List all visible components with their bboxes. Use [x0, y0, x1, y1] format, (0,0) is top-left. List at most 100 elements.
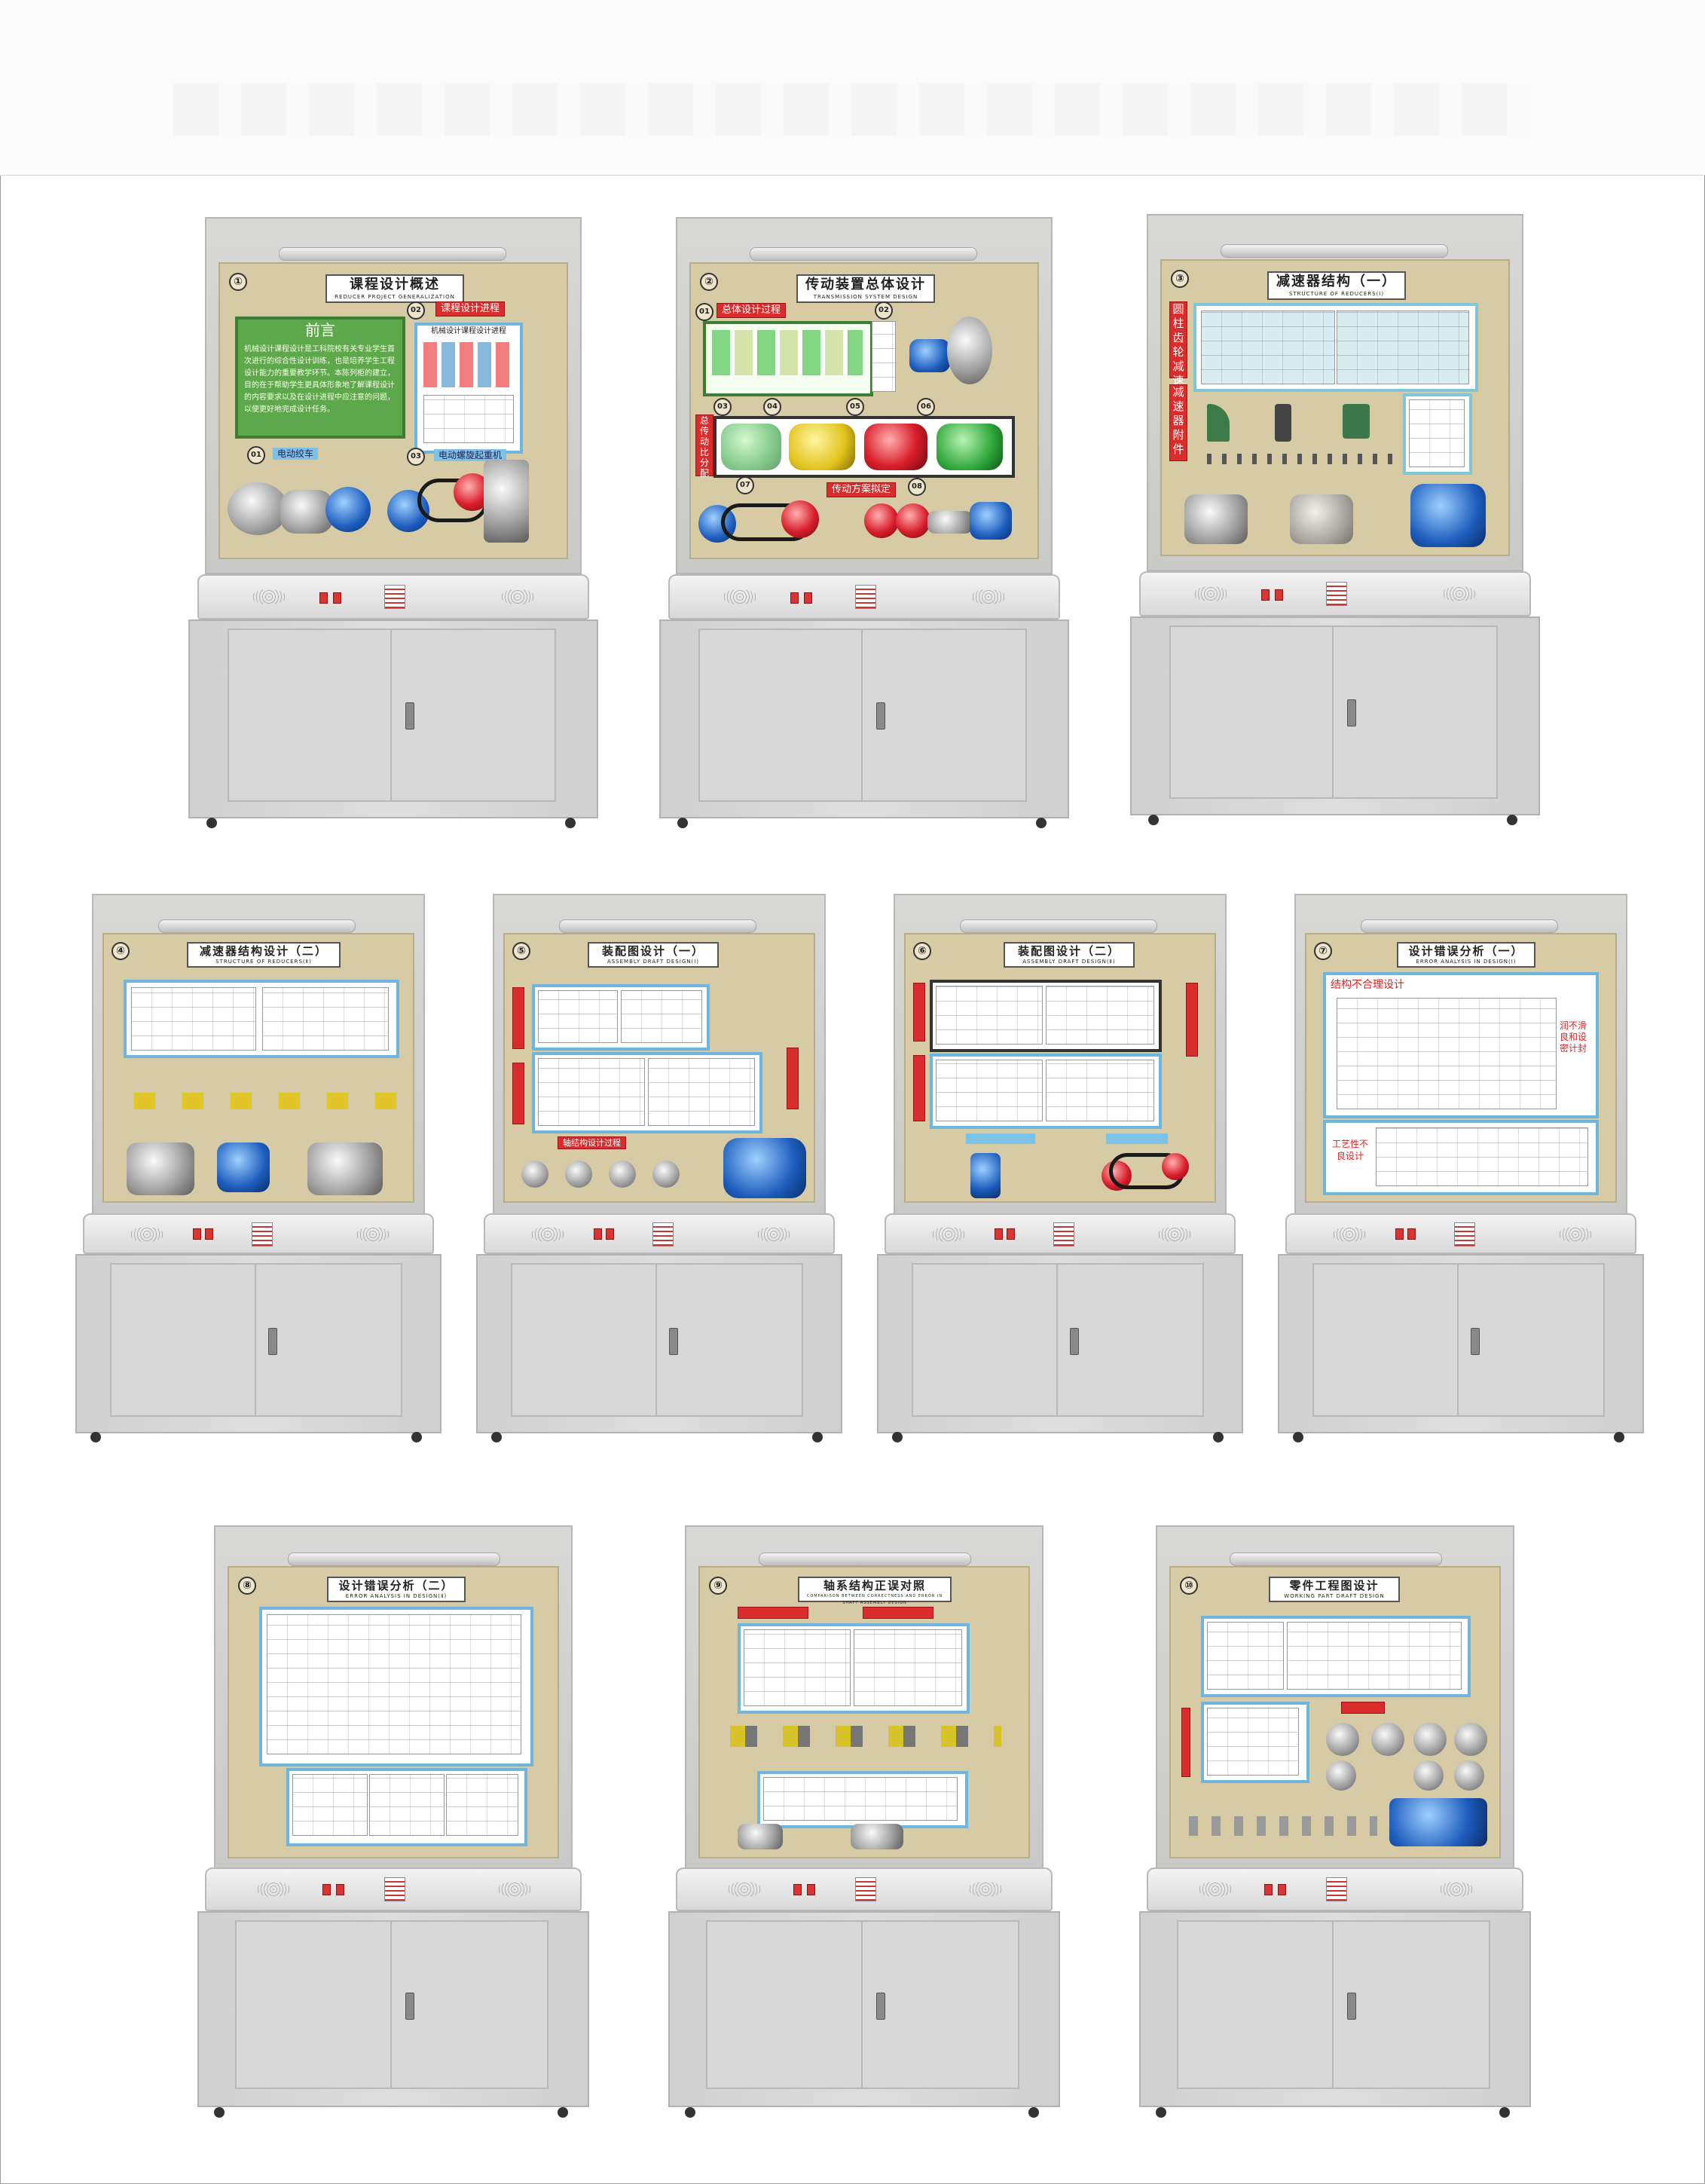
- keypad[interactable]: [855, 1877, 876, 1901]
- cabinet-base: [877, 1254, 1243, 1433]
- speaker-grille: [356, 1227, 390, 1242]
- drawing: [1287, 1622, 1462, 1690]
- control-button[interactable]: [319, 592, 328, 604]
- control-button[interactable]: [322, 1884, 331, 1895]
- speaker-grille: [756, 1227, 791, 1242]
- control-button[interactable]: [1407, 1228, 1416, 1240]
- keypad[interactable]: [384, 585, 405, 609]
- tag-scheme: 传动方案拟定: [827, 482, 897, 497]
- flow-panel: [703, 321, 873, 396]
- screw-jack-model: [970, 1153, 1001, 1198]
- caster: [1614, 1432, 1624, 1442]
- speaker-grille: [497, 1882, 532, 1897]
- caster: [1156, 2107, 1166, 2118]
- reducer-model: [789, 424, 855, 470]
- control-button[interactable]: [1278, 1884, 1286, 1895]
- control-button[interactable]: [333, 592, 341, 604]
- cabinet-base: [476, 1254, 842, 1433]
- control-button[interactable]: [594, 1228, 602, 1240]
- tag: [1341, 1702, 1385, 1714]
- control-button[interactable]: [1275, 589, 1283, 601]
- board-title: 轴系结构正误对照 COMPARISON BETWEEN CORRECTNESS …: [798, 1577, 952, 1605]
- item-number: 05: [846, 398, 864, 416]
- control-button[interactable]: [205, 1228, 213, 1240]
- drawing: [936, 1060, 1043, 1121]
- lamp: [960, 919, 1157, 933]
- control-button[interactable]: [1395, 1228, 1404, 1240]
- item-number: 02: [875, 301, 893, 320]
- drawing: [648, 1058, 755, 1126]
- speaker-grille: [1157, 1227, 1192, 1242]
- control-button[interactable]: [193, 1228, 201, 1240]
- keypad[interactable]: [252, 1222, 273, 1246]
- control-button[interactable]: [793, 1884, 802, 1895]
- drawing-panel: [532, 984, 710, 1051]
- control-button[interactable]: [1007, 1228, 1015, 1240]
- drawing-panel: [259, 1607, 533, 1766]
- title-en: ERROR ANALYSIS IN DESIGN(Ⅰ): [1416, 959, 1517, 965]
- desk: [197, 574, 589, 619]
- keypad[interactable]: [855, 585, 876, 609]
- door-handle[interactable]: [405, 1993, 414, 2020]
- door-handle[interactable]: [669, 1328, 678, 1355]
- desk: [668, 574, 1060, 619]
- control-button[interactable]: [606, 1228, 614, 1240]
- board-title: 装配图设计（一） ASSEMBLY DRAFT DESIGN(Ⅰ): [588, 942, 719, 968]
- speaker-grille: [1439, 1882, 1474, 1897]
- control-button[interactable]: [790, 592, 799, 604]
- control-button[interactable]: [807, 1884, 815, 1895]
- keypad[interactable]: [1053, 1222, 1074, 1246]
- left-door: [698, 629, 864, 802]
- drawing: [1337, 998, 1557, 1109]
- lamp: [750, 247, 977, 261]
- title-zh: 课程设计概述: [350, 277, 440, 292]
- door-handle[interactable]: [1471, 1328, 1480, 1355]
- door-handle[interactable]: [876, 1993, 885, 2020]
- display-board: ④ 减速器结构设计（二） STRUCTURE OF REDUCERS(Ⅱ): [102, 933, 414, 1203]
- desk: [1147, 1867, 1523, 1911]
- door-handle[interactable]: [1347, 699, 1356, 726]
- label-winch: 电动绞车: [273, 448, 319, 460]
- cabinet-number: ⑧: [238, 1577, 256, 1595]
- keypad[interactable]: [652, 1222, 674, 1246]
- door-handle[interactable]: [1347, 1993, 1356, 2020]
- control-button[interactable]: [1264, 1884, 1273, 1895]
- reducer-model: [864, 424, 927, 470]
- drawing-panel: [286, 1768, 527, 1846]
- keypad[interactable]: [384, 1877, 405, 1901]
- door-handle[interactable]: [1070, 1328, 1079, 1355]
- cabinet-number: ⑤: [512, 942, 530, 960]
- speaker-grille: [723, 589, 757, 604]
- process-panel: 机械设计课程设计进程: [414, 323, 523, 454]
- drawing-panel: [532, 1052, 762, 1133]
- speaker-grille: [252, 589, 286, 604]
- door-handle[interactable]: [268, 1328, 277, 1355]
- winch-model: [228, 482, 288, 535]
- control-button[interactable]: [336, 1884, 344, 1895]
- cabinet-number: ①: [229, 273, 247, 291]
- cabinet-base: [75, 1254, 442, 1433]
- keypad[interactable]: [1326, 582, 1347, 606]
- control-button[interactable]: [804, 592, 812, 604]
- drawing: [1046, 986, 1154, 1045]
- drawing: [1409, 399, 1465, 467]
- control-button[interactable]: [1261, 589, 1270, 601]
- keypad[interactable]: [1454, 1222, 1475, 1246]
- pulley: [781, 500, 819, 538]
- reducer-model: [937, 424, 1003, 470]
- cabinet-number: ⑥: [913, 942, 931, 960]
- shaft-row: [730, 1726, 1001, 1747]
- desk: [83, 1213, 434, 1254]
- drawing: [1207, 1708, 1299, 1776]
- gear-part: [1326, 1723, 1359, 1756]
- door-handle[interactable]: [405, 702, 414, 730]
- keypad[interactable]: [1326, 1877, 1347, 1901]
- accessory-part: [1343, 404, 1370, 439]
- cabinet-base: [1130, 616, 1540, 815]
- tag-error: [863, 1607, 933, 1619]
- vtag: [1186, 983, 1198, 1057]
- control-button[interactable]: [995, 1228, 1003, 1240]
- door-handle[interactable]: [876, 702, 885, 730]
- speaker-grille: [530, 1227, 565, 1242]
- reducer-model: [1290, 494, 1353, 544]
